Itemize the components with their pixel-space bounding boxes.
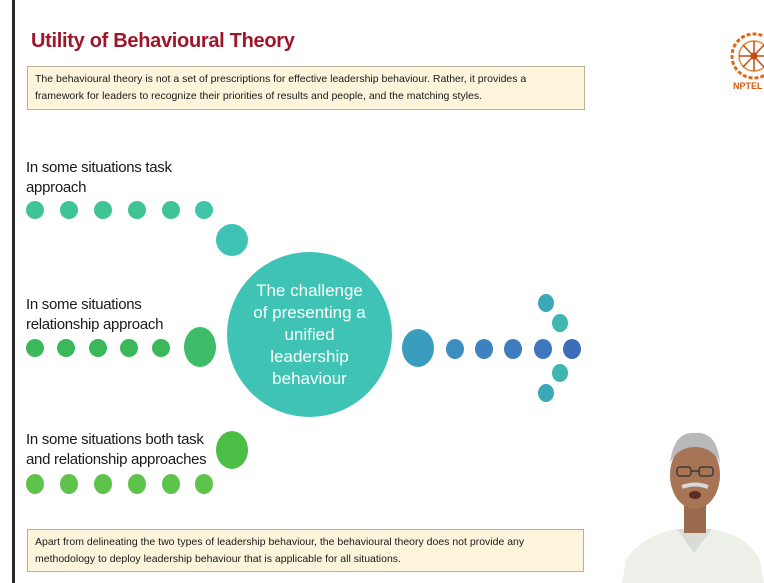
arrow-upper-dot bbox=[538, 294, 554, 312]
row2-dot bbox=[26, 339, 44, 357]
row3-dot bbox=[94, 474, 112, 494]
row3-dot bbox=[195, 474, 213, 494]
arrow-upper-dot bbox=[552, 314, 568, 332]
arrow-lower-dot bbox=[538, 384, 554, 402]
arrow-dot bbox=[475, 339, 493, 359]
nptel-logo-text: NPTEL bbox=[733, 81, 763, 91]
row2-dot bbox=[89, 339, 107, 357]
row3-dot-large bbox=[216, 431, 248, 469]
row2-dot bbox=[120, 339, 138, 357]
row2-dot bbox=[152, 339, 170, 357]
arrow-dot bbox=[504, 339, 522, 359]
intro-callout: The behavioural theory is not a set of p… bbox=[27, 66, 585, 110]
arrow-lower-dot bbox=[552, 364, 568, 382]
nptel-wheel-icon bbox=[730, 32, 764, 80]
row2-dot bbox=[57, 339, 75, 357]
conclusion-callout: Apart from delineating the two types of … bbox=[27, 529, 584, 572]
situation-label-both: In some situations both task and relatio… bbox=[26, 431, 207, 468]
row3-dot bbox=[128, 474, 146, 494]
row3-dot bbox=[26, 474, 44, 494]
slide-left-rule bbox=[12, 0, 15, 583]
row3-dot bbox=[162, 474, 180, 494]
row2-dot-large bbox=[184, 327, 216, 367]
arrow-dot bbox=[446, 339, 464, 359]
situation-label-relationship: In some situations relationship approach bbox=[26, 296, 164, 333]
conclusion-text: Apart from delineating the two types of … bbox=[35, 536, 525, 565]
row1-dot bbox=[195, 201, 213, 219]
intro-text: The behavioural theory is not a set of p… bbox=[35, 73, 527, 102]
presenter-video bbox=[622, 432, 764, 583]
row1-dot bbox=[26, 201, 44, 219]
row1-dot bbox=[128, 201, 146, 219]
arrow-tip-dot bbox=[563, 339, 581, 359]
row1-dot-large bbox=[216, 224, 248, 256]
slide-title: Utility of Behavioural Theory bbox=[31, 30, 295, 52]
row1-dot bbox=[162, 201, 180, 219]
center-challenge-text: The challenge of presenting a unified le… bbox=[253, 280, 366, 388]
row1-dot bbox=[94, 201, 112, 219]
row3-dot bbox=[60, 474, 78, 494]
situation-label-task: In some situations task approach bbox=[26, 159, 172, 196]
arrow-dot bbox=[534, 339, 552, 359]
center-challenge-circle: The challenge of presenting a unified le… bbox=[227, 252, 392, 417]
arrow-dot-large bbox=[402, 329, 434, 367]
row1-dot bbox=[60, 201, 78, 219]
